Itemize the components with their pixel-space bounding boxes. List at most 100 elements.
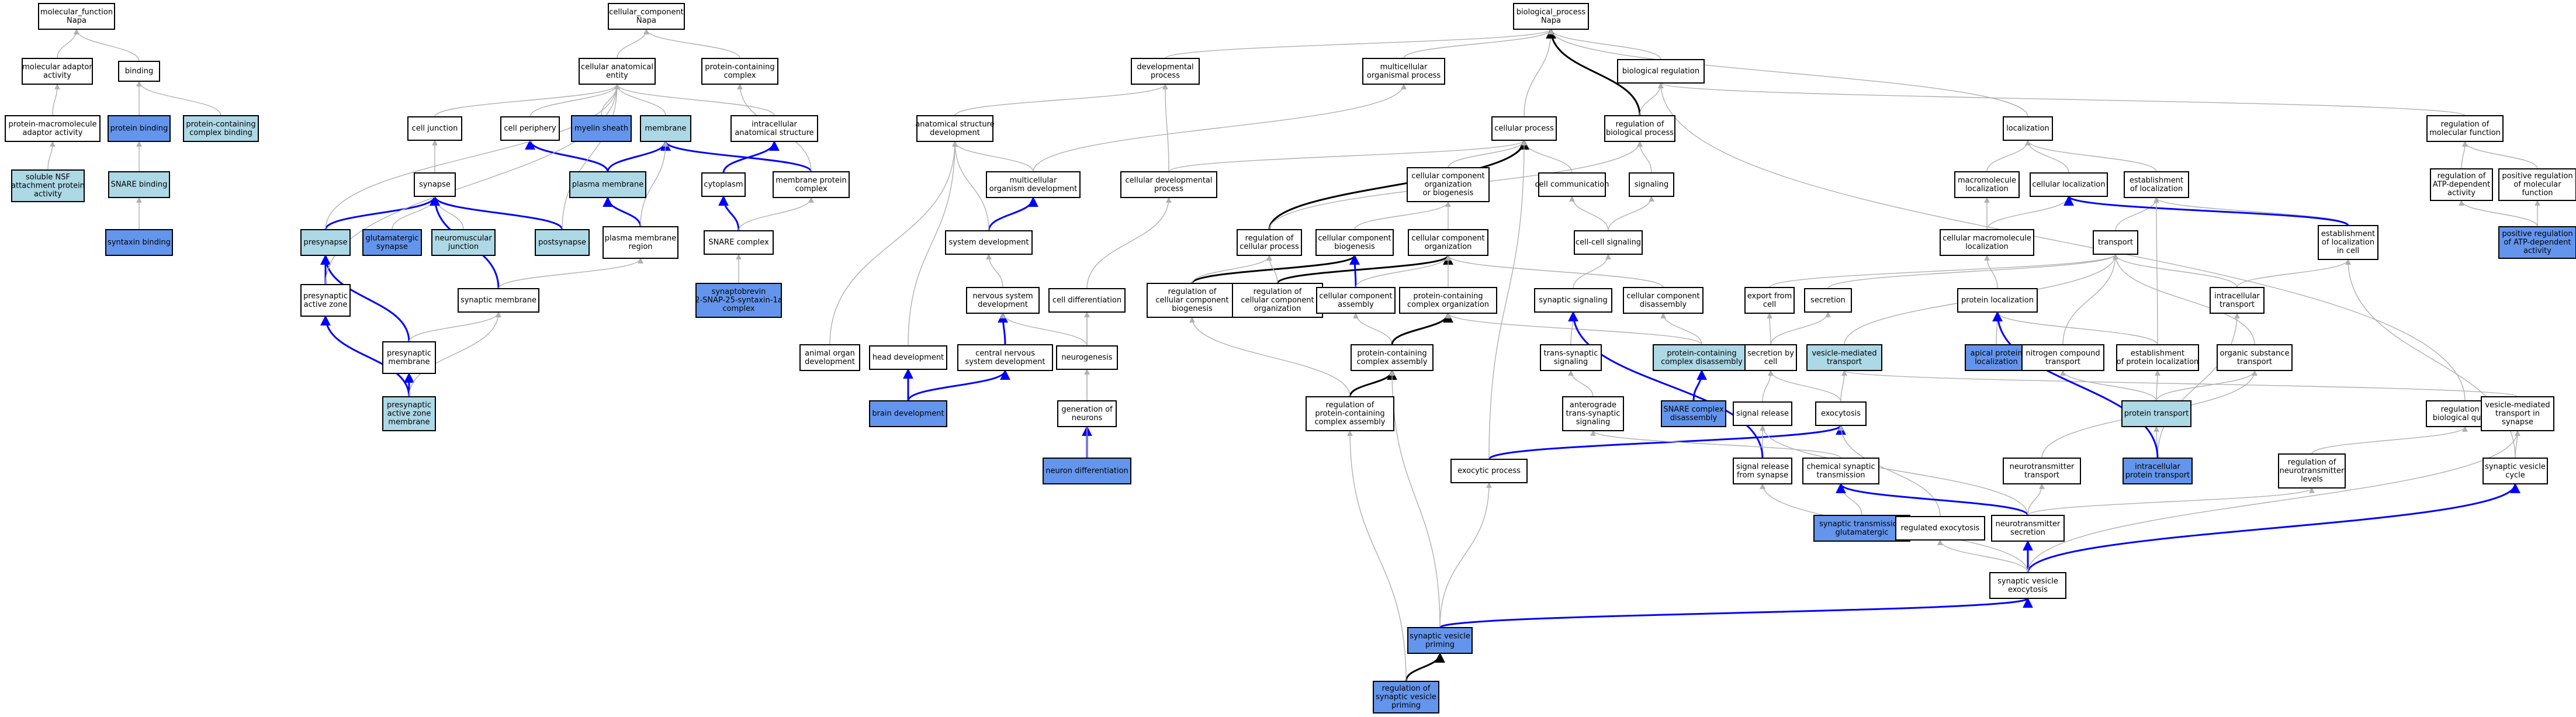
node-label: membrane protein bbox=[775, 176, 846, 185]
node-label: synapse bbox=[419, 181, 451, 189]
go-term-node-sig: signaling bbox=[1629, 172, 1674, 197]
node-box bbox=[2093, 230, 2138, 255]
node-label: function bbox=[2522, 189, 2553, 198]
node-label: synaptic vesicle bbox=[2485, 462, 2546, 471]
node-box bbox=[458, 288, 539, 313]
node-label: disassembly bbox=[1640, 300, 1687, 309]
node-box bbox=[1407, 167, 1490, 202]
node-label: regulation of bbox=[1245, 234, 1294, 243]
node-label: postsynapse bbox=[538, 238, 586, 247]
node-box bbox=[1513, 3, 1589, 30]
node-box bbox=[300, 284, 351, 317]
node-label: assembly bbox=[1338, 300, 1374, 309]
node-label: development bbox=[930, 129, 980, 137]
node-box bbox=[108, 171, 170, 198]
node-label: localization bbox=[1965, 243, 2009, 251]
edge-cellp-to-bp bbox=[1524, 29, 1554, 117]
node-box bbox=[608, 3, 685, 30]
edge-pmr-to-mem bbox=[640, 141, 669, 227]
node-label: biological regulation bbox=[1622, 67, 1699, 76]
edge-synsig-to-ccs bbox=[1573, 254, 1611, 289]
node-box bbox=[2318, 225, 2378, 260]
node-box bbox=[118, 61, 160, 82]
node-box bbox=[407, 116, 462, 141]
node-box bbox=[2498, 226, 2576, 259]
go-term-node-cellp: cellular process bbox=[1491, 116, 1557, 141]
node-label: glutamatergic bbox=[365, 234, 418, 243]
node-label: cycle bbox=[2505, 471, 2525, 480]
edge-nts-to-ntt bbox=[2027, 483, 2045, 516]
edge-ccb-to-ccob bbox=[1354, 201, 1451, 230]
node-box bbox=[1408, 229, 1488, 256]
go-term-node-ccs: cell-cell signaling bbox=[1574, 230, 1643, 255]
node-label: from synapse bbox=[1737, 471, 1788, 480]
node-label: synaptic transmission, bbox=[1819, 519, 1905, 528]
node-label: organization bbox=[1425, 243, 1472, 251]
edge-bd-to-cnsd bbox=[907, 369, 1010, 401]
edge-rcco-to-rcp bbox=[1266, 255, 1278, 284]
edge-exop-to-exo bbox=[1488, 424, 1846, 460]
node-label: establishment bbox=[2130, 176, 2183, 185]
node-box bbox=[1315, 229, 1394, 256]
node-label: vesicle-mediated bbox=[2485, 401, 2550, 410]
edge-sve-to-svc bbox=[2027, 483, 2520, 573]
node-box bbox=[1351, 344, 1434, 371]
node-box bbox=[1450, 459, 1528, 483]
node-label: biological process bbox=[1606, 129, 1674, 137]
node-box bbox=[1574, 230, 1643, 255]
node-box bbox=[1131, 58, 1200, 85]
edge-sysdev-to-asd bbox=[952, 141, 989, 231]
node-label: levels bbox=[2301, 475, 2323, 484]
node-label: of molecular bbox=[2513, 181, 2561, 189]
node-label: secretion bbox=[1810, 296, 1846, 305]
node-label: regulation of bbox=[1616, 120, 1664, 129]
edge-efc-to-trans bbox=[1769, 254, 2118, 288]
edge-rbp-to-breg bbox=[1639, 82, 1664, 116]
edge-nts-to-rntl bbox=[2027, 487, 2315, 516]
node-label: protein-containing bbox=[1357, 349, 1427, 358]
node-label: cell bbox=[1763, 300, 1776, 309]
node-label: apical protein bbox=[1971, 349, 2023, 358]
node-label: Napa bbox=[67, 16, 86, 25]
node-box bbox=[1399, 287, 1497, 314]
edge-secr-to-trans bbox=[1827, 254, 2118, 289]
node-label: complex bbox=[722, 304, 754, 313]
node-label: cellular developmental bbox=[1126, 176, 1213, 185]
edge-mloc-to-loc bbox=[1986, 140, 2031, 172]
node-box bbox=[1653, 344, 1751, 371]
node-box bbox=[1562, 396, 1624, 431]
node-label: synapse bbox=[376, 243, 408, 251]
node-box bbox=[1056, 345, 1118, 370]
node-label: cellular_component bbox=[609, 8, 684, 16]
node-box bbox=[2481, 396, 2554, 431]
node-label: transport bbox=[2045, 358, 2080, 366]
node-label: membrane bbox=[645, 124, 686, 133]
edge-pradp-to-rada bbox=[2459, 200, 2538, 227]
node-label: cellular component bbox=[1411, 234, 1484, 243]
node-box bbox=[1940, 229, 2034, 256]
node-box bbox=[535, 229, 590, 256]
node-box bbox=[2278, 453, 2346, 489]
edge-rsvp-to-svp bbox=[1405, 652, 1445, 682]
node-label: system development bbox=[949, 238, 1029, 247]
node-label: transport in bbox=[2495, 410, 2540, 418]
edge-layer bbox=[47, 28, 2540, 682]
edge-sigrel-to-sbc bbox=[1762, 370, 1774, 403]
node-label: entity bbox=[606, 71, 628, 80]
node-box bbox=[1815, 401, 1867, 426]
node-label: soluble NSF bbox=[26, 173, 70, 182]
node-label: cellular component bbox=[1318, 234, 1391, 243]
node-box bbox=[183, 115, 259, 142]
node-label: protein-containing bbox=[1315, 410, 1384, 418]
node-label: presynapse bbox=[303, 238, 347, 247]
node-label: biogenesis bbox=[1334, 243, 1375, 251]
